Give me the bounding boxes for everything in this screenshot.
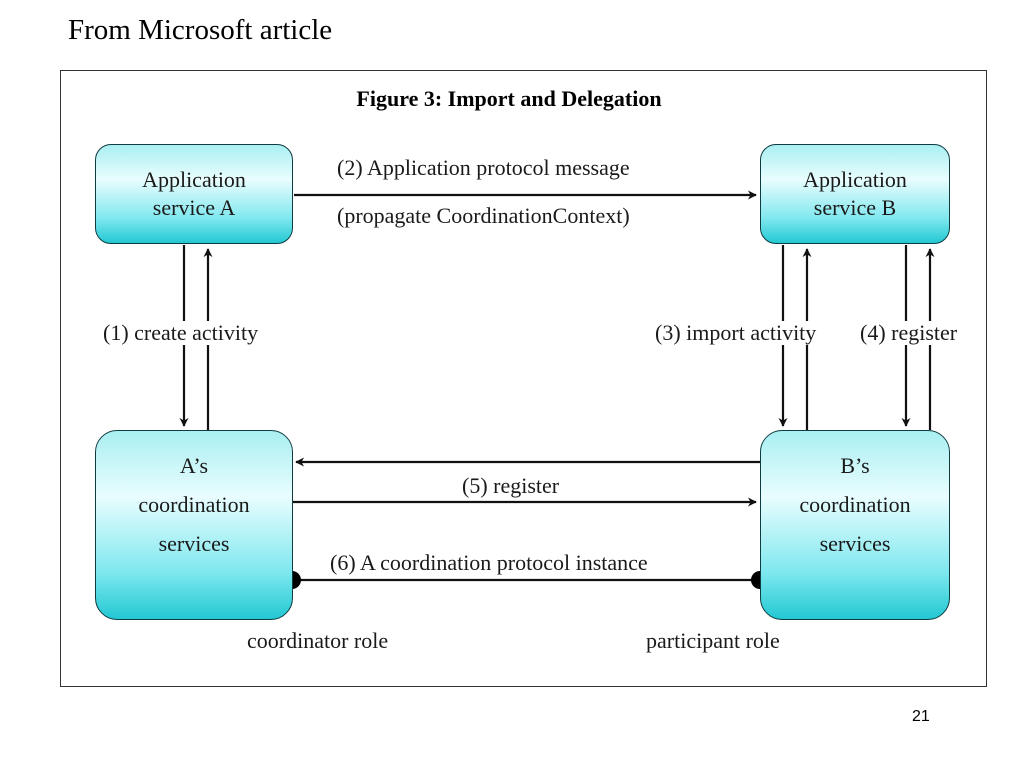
- coordinator-role-label: coordinator role: [247, 628, 389, 653]
- box-label: service A: [152, 195, 236, 220]
- protocol-instance-label: (6) A coordination protocol instance: [330, 550, 648, 575]
- import-activity-label: (3) import activity: [653, 320, 819, 345]
- page-number: 21: [912, 708, 930, 725]
- register-5-label: (5) register: [462, 473, 560, 498]
- a-coordination-services-box: A’s coordination services: [95, 430, 293, 620]
- box-label: services: [158, 530, 230, 556]
- box-label: B’s: [840, 452, 870, 478]
- application-service-b-box: Application service B: [760, 144, 950, 244]
- box-label: service B: [813, 195, 897, 220]
- box-label: services: [819, 530, 891, 556]
- box-label: A’s: [179, 452, 209, 478]
- create-activity-label: (1) create activity: [101, 320, 261, 345]
- figure-title: Figure 3: Import and Delegation: [356, 86, 662, 111]
- register-4-label: (4) register: [858, 320, 960, 345]
- figure-frame: [60, 70, 987, 687]
- box-label: Application: [142, 167, 246, 192]
- slide-header: From Microsoft article: [68, 14, 333, 46]
- b-coordination-services-box: B’s coordination services: [760, 430, 950, 620]
- box-label: Application: [803, 167, 907, 192]
- message-label-line1: (2) Application protocol message: [337, 155, 630, 180]
- participant-role-label: participant role: [646, 628, 780, 653]
- box-label: coordination: [138, 491, 250, 517]
- box-label: coordination: [799, 491, 911, 517]
- message-label-line2: (propagate CoordinationContext): [337, 203, 630, 228]
- application-service-a-box: Application service A: [95, 144, 293, 244]
